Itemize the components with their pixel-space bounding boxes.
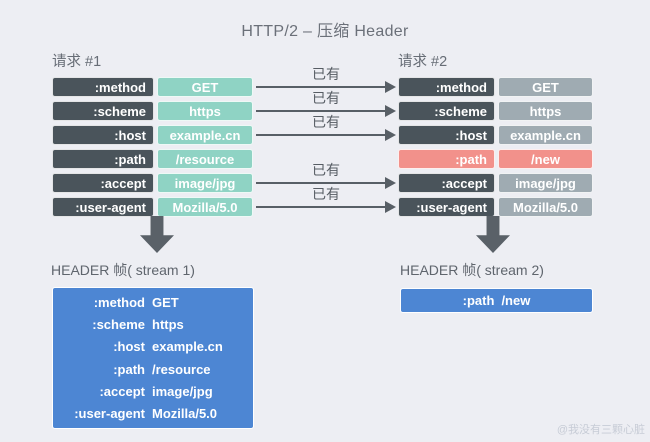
frame-line: :path /resource xyxy=(53,362,253,377)
header-row-changed: :path /new xyxy=(398,149,593,169)
header-row: :accept image/jpg xyxy=(398,173,593,193)
header-key: :scheme xyxy=(398,101,495,121)
header-value: https xyxy=(498,101,593,121)
frame-line: :method GET xyxy=(53,295,253,310)
frame-key: :host xyxy=(113,339,145,355)
header-key: :host xyxy=(398,125,495,145)
already-have-label: 已有 xyxy=(312,114,340,130)
header-value: GET xyxy=(157,77,253,97)
right-arrow-icon xyxy=(256,201,396,213)
frame2-label: HEADER 帧( stream 2) xyxy=(400,262,544,278)
header-key: :accept xyxy=(52,173,154,193)
frame-key: :user-agent xyxy=(74,405,145,421)
already-have-label: 已有 xyxy=(312,162,340,178)
header-key: :user-agent xyxy=(52,197,154,217)
header-value: image/jpg xyxy=(498,173,593,193)
header-key: :method xyxy=(52,77,154,97)
frame-line: :user-agent Mozilla/5.0 xyxy=(53,406,253,421)
right-arrow-icon xyxy=(256,177,396,189)
header-row: :scheme https xyxy=(398,101,593,121)
header-row: :path /resource xyxy=(52,149,253,169)
request1-label: 请求 #1 xyxy=(52,54,102,70)
header-row: :method GET xyxy=(52,77,253,97)
request2-table: :method GET :scheme https :host example.… xyxy=(398,77,593,217)
header-key: :scheme xyxy=(52,101,154,121)
down-arrow-icon xyxy=(140,216,174,253)
header-value: image/jpg xyxy=(157,173,253,193)
header-row: :host example.cn xyxy=(52,125,253,145)
header-value: example.cn xyxy=(498,125,593,145)
header-row: :scheme https xyxy=(52,101,253,121)
header-value: Mozilla/5.0 xyxy=(498,197,593,217)
header-value: /new xyxy=(498,149,593,169)
header-row: :method GET xyxy=(398,77,593,97)
frame-value: GET xyxy=(152,295,179,311)
frame-key: :accept xyxy=(99,383,145,399)
frame-value: image/jpg xyxy=(152,383,213,399)
down-arrow-icon xyxy=(476,216,510,253)
header-key: :path xyxy=(52,149,154,169)
header-value: example.cn xyxy=(157,125,253,145)
header-key: :host xyxy=(52,125,154,145)
already-have-label: 已有 xyxy=(312,66,340,82)
frame-value: /resource xyxy=(152,361,211,377)
right-arrow-icon xyxy=(256,105,396,117)
header-row: :user-agent Mozilla/5.0 xyxy=(52,197,253,217)
header-value: Mozilla/5.0 xyxy=(157,197,253,217)
header-row: :accept image/jpg xyxy=(52,173,253,193)
request1-table: :method GET :scheme https :host example.… xyxy=(52,77,253,217)
frame-value: Mozilla/5.0 xyxy=(152,405,218,421)
frame-value: https xyxy=(152,317,184,333)
frame-key: :method xyxy=(93,295,145,311)
watermark: @我没有三颗心脏 xyxy=(556,424,645,436)
header-value: /resource xyxy=(157,149,253,169)
already-have-label: 已有 xyxy=(312,90,340,106)
frame-value: /new xyxy=(501,293,531,308)
header-row: :user-agent Mozilla/5.0 xyxy=(398,197,593,217)
right-arrow-icon xyxy=(256,81,396,93)
right-arrow-icon xyxy=(256,129,396,141)
already-have-label: 已有 xyxy=(312,186,340,202)
frame-key: :path xyxy=(462,293,495,308)
diagram-title: HTTP/2 – 压缩 Header xyxy=(241,23,409,40)
frame-line: :accept image/jpg xyxy=(53,384,253,399)
header-key: :accept xyxy=(398,173,495,193)
frame1-box: :method GET :scheme https :host example.… xyxy=(52,287,254,429)
header-key: :user-agent xyxy=(398,197,495,217)
header-key: :method xyxy=(398,77,495,97)
frame1-label: HEADER 帧( stream 1) xyxy=(51,262,195,278)
frame-key: :scheme xyxy=(92,317,145,333)
frame2-bar: :path /new xyxy=(400,288,593,313)
header-row: :host example.cn xyxy=(398,125,593,145)
header-value: GET xyxy=(498,77,593,97)
frame-line: :host example.cn xyxy=(53,339,253,354)
request2-label: 请求 #2 xyxy=(398,54,448,70)
header-value: https xyxy=(157,101,253,121)
frame-line: :scheme https xyxy=(53,317,253,332)
frame-key: :path xyxy=(113,361,145,377)
frame-value: example.cn xyxy=(152,339,223,355)
header-key: :path xyxy=(398,149,495,169)
